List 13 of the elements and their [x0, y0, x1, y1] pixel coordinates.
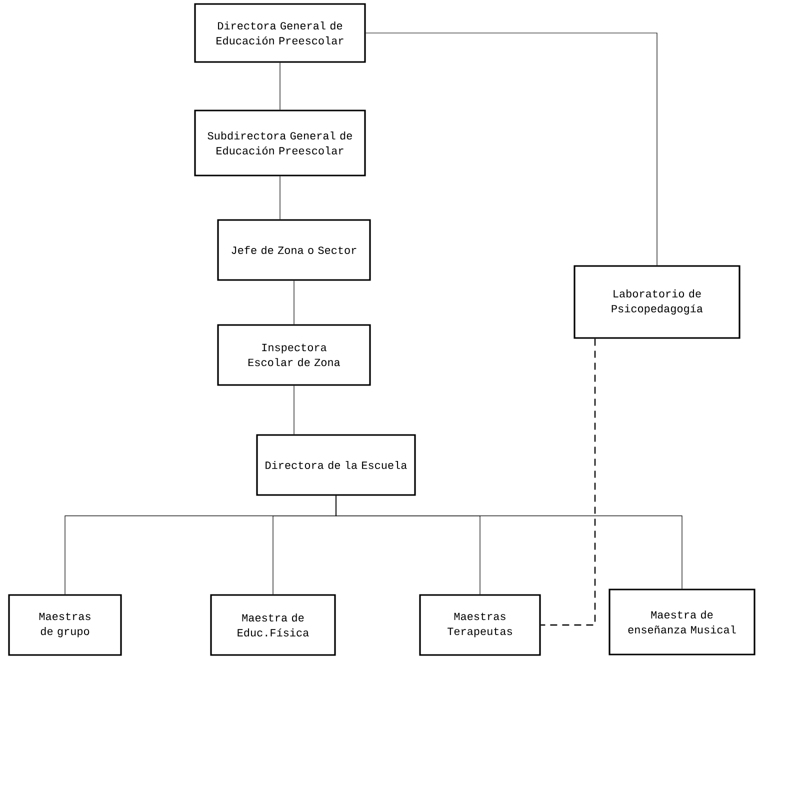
- org-box: Inspectora Escolar de Zona: [217, 324, 371, 386]
- org-box: Jefe de Zona o Sector: [217, 219, 371, 281]
- connector-line: [540, 338, 596, 626]
- org-box: Maestra de Educ.Física: [210, 594, 336, 656]
- org-box: Subdirectora General de Educación Preescolar: [194, 110, 366, 176]
- org-box: Maestras Terapeutas: [419, 594, 541, 656]
- org-box: Directora General de Educación Preescolar: [194, 3, 366, 63]
- org-box: Laboratorio de Psicopedagogía: [574, 265, 740, 339]
- org-box: Directora de la Escuela: [256, 434, 416, 496]
- connector-line: [336, 496, 682, 589]
- connector-line: [366, 32, 658, 266]
- org-box: Maestra de enseñanza Musical: [608, 588, 756, 656]
- org-box: Maestras de grupo: [8, 594, 122, 656]
